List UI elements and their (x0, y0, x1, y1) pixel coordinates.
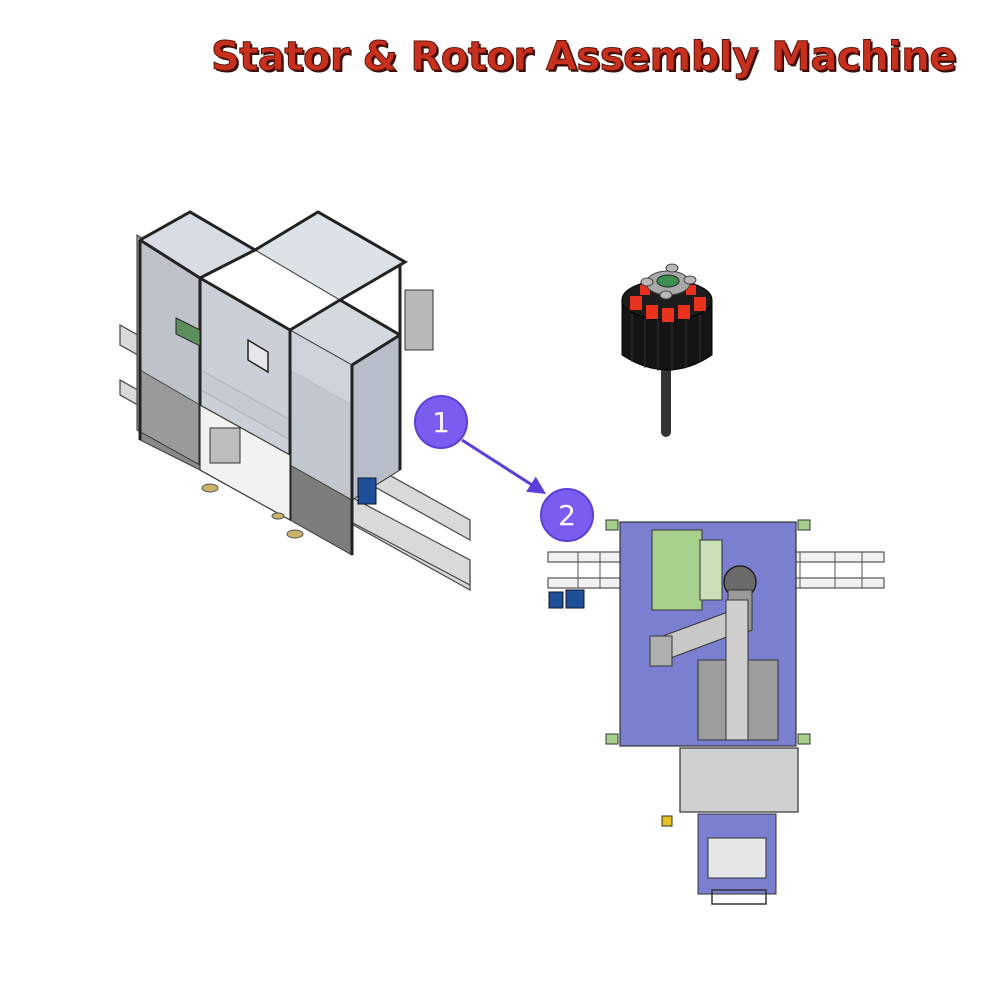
flow-arrow (461, 438, 547, 494)
side-unit (404, 289, 434, 351)
rail-ties (577, 552, 863, 588)
gripper (649, 635, 673, 667)
callout-1: 1 (414, 395, 468, 449)
machine-top-view-illustration (547, 519, 885, 905)
motor (357, 477, 377, 505)
frame-beams (138, 210, 408, 555)
callout-1-label: 1 (432, 406, 450, 439)
sensor (661, 815, 673, 827)
fixture-right (699, 539, 723, 601)
rotor-flange-lugs (640, 263, 697, 300)
page-title: Stator & Rotor Assembly Machine (210, 34, 957, 81)
motor-2 (565, 589, 585, 609)
status-panel (175, 317, 201, 347)
glass-right-roof (254, 211, 406, 301)
tray (707, 837, 767, 879)
rotor-stator-illustration (621, 263, 713, 437)
callout-2-label: 2 (558, 499, 576, 532)
machine-feet (201, 483, 304, 539)
hmi-screen (247, 338, 269, 374)
machine-enclosure-illustration (119, 210, 471, 592)
rotor-hub-core (656, 274, 680, 288)
fixture-left (651, 529, 703, 611)
slide-rail (725, 599, 749, 741)
corner-mounts (605, 519, 811, 745)
callout-2: 2 (540, 488, 594, 542)
tray-handle (711, 889, 767, 905)
rotor-magnets (630, 285, 706, 322)
control-box (209, 427, 241, 464)
motor-1 (548, 591, 564, 609)
lower-station (679, 747, 799, 813)
